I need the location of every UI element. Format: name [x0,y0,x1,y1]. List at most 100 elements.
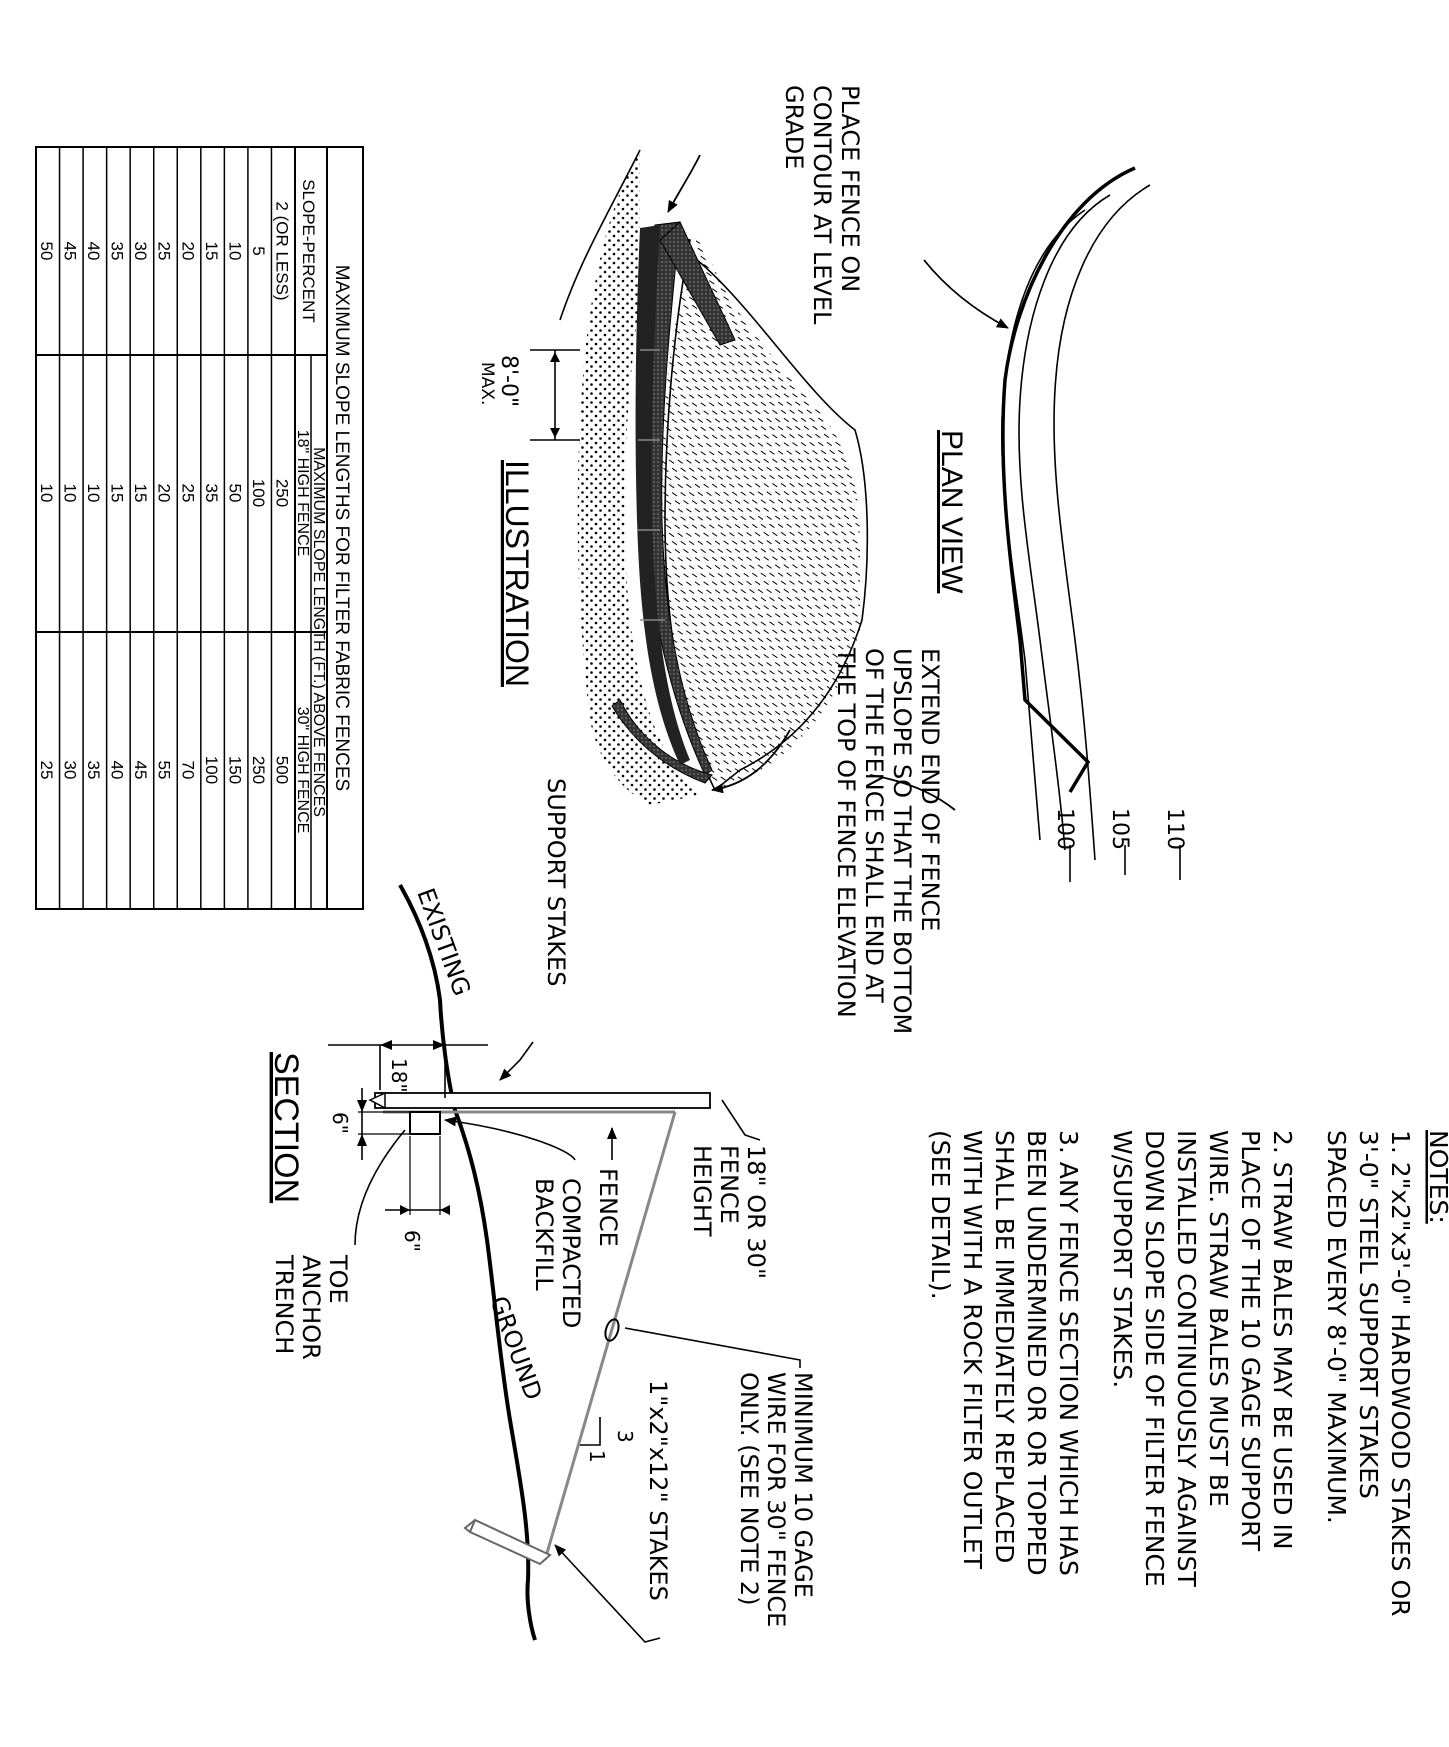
place-fence-line-1: PLACE FENCE ON [836,85,864,292]
illustration-title: ILLUSTRATION [499,460,535,687]
notes-heading: NOTES: [1424,1130,1449,1224]
table-cell-r4-c2: 70 [178,761,197,780]
dim-6-in-depth: 6" [328,1112,352,1134]
slope-length-table: MAXIMUM SLOPE LENGTHS FOR FILTER FABRIC … [35,146,364,910]
support-stake-post [374,1092,711,1109]
table-cell-r8-c2: 35 [84,761,103,780]
wire-line-1: MINIMUM 10 GAGE [789,1372,817,1598]
spacing-value: 8'-0" [496,355,521,407]
table-cell-r8-c1: 10 [84,484,103,503]
fence-height-line-2: FENCE [715,1145,743,1224]
note-3-line-5: (SEE DETAIL). [926,1130,955,1300]
place-fence-line-3: GRADE [780,85,808,169]
extend-line-2: UPSLOPE SO THAT THE BOTTOM [888,648,916,1034]
note-2-line-2: PLACE OF THE 10 GAGE SUPPORT [1236,1130,1265,1552]
extend-line-1: EXTEND END OF FENCE [916,648,944,931]
plan-view: 110 105 100 PLAN VIEW PLACE FENCE ON CON… [780,85,1187,882]
notes-block: NOTES: 1. 2"x2"x3'-0" HARDWOOD STAKES OR… [926,1130,1449,1617]
backfill-line-1: COMPACTED [557,1178,585,1328]
note-2-line-1: 2. STRAW BALES MAY BE USED IN [1268,1130,1297,1550]
note-3-line-2: BEEN UNDERMINED OR OR TOPPED [1022,1130,1051,1576]
toe-line-1: TOE [324,1254,352,1304]
extend-line-3: OF THE FENCE SHALL END AT [860,648,888,1003]
plan-view-title: PLAN VIEW [935,430,968,594]
note-3-line-1: 3. ANY FENCE SECTION WHICH HAS [1054,1130,1083,1576]
table-cell-r2-c0: 10 [225,242,244,261]
note-1-line-2: 3'-0" STEEL SUPPORT STAKES [1354,1130,1383,1499]
table-cell-r1-c2: 250 [249,756,268,784]
contour-label-105: 105 [1107,808,1132,850]
fence-height-line-3: HEIGHT [688,1145,716,1237]
table-cell-r10-c1: 10 [37,484,56,503]
table-cell-r3-c1: 35 [202,484,221,503]
table-cell-r6-c2: 45 [131,761,150,780]
table-cell-r3-c2: 100 [202,756,221,784]
backfill-line-2: BACKFILL [530,1178,558,1291]
table-cell-r5-c0: 25 [155,242,174,261]
table-cell-r5-c1: 20 [155,484,174,503]
dim-6-in-width: 6" [400,1230,424,1252]
ground-stipple-left [577,150,700,805]
table-cell-r9-c0: 45 [61,242,80,261]
ground-label: GROUND [484,1292,547,1403]
table-cell-r0-c0: 2 (OR LESS) [272,201,291,300]
table-cell-r1-c1: 100 [249,479,268,507]
contour-110 [1053,184,1151,861]
wire-label: MINIMUM 10 GAGE WIRE FOR 30" FENCE ONLY.… [735,1372,817,1627]
note-2-line-3: WIRE. STRAW BALES MUST BE [1204,1130,1233,1507]
toe-line-2: ANCHOR [297,1255,325,1360]
table-cell-r2-c2: 150 [225,756,244,784]
note-3-line-4: WITH WITH A ROCK FILTER OUTLET [958,1130,987,1570]
support-wire [543,1111,677,1561]
extend-line-4: THE TOP OF FENCE ELEVATION [832,647,860,1018]
table-cell-r7-c0: 35 [108,242,127,261]
table-cell-r1-c0: 5 [249,246,268,255]
support-stakes-label: SUPPORT STAKES [542,778,570,986]
table-cell-r10-c0: 50 [37,242,56,261]
callout-extend-end: EXTEND END OF FENCE UPSLOPE SO THAT THE … [832,647,944,1034]
note-2-line-6: W/SUPPORT STAKES. [1108,1130,1137,1388]
dim-18-in: 18" [387,1058,411,1093]
wire-line-3: ONLY. (SEE NOTE 2) [735,1372,763,1606]
wire-line-2: WIRE FOR 30" FENCE [762,1372,790,1627]
slope-rise: 3 [613,1430,637,1443]
table-cell-r0-c2: 500 [272,756,291,784]
contour-label-100: 100 [1052,808,1077,850]
toe-line-3: TRENCH [270,1254,298,1354]
note-1-line-1: 1. 2"x2"x3'-0" HARDWOOD STAKES OR [1386,1130,1415,1617]
callout-place-fence: PLACE FENCE ON CONTOUR AT LEVEL GRADE [780,85,864,325]
section-title: SECTION [267,1052,305,1203]
table-cell-r8-c0: 40 [84,242,103,261]
backfill-label: COMPACTED BACKFILL [530,1178,585,1328]
spacing-note: MAX. [477,362,497,405]
toe-anchor-label: TOE ANCHOR TRENCH [270,1254,352,1360]
ponded-area [660,230,860,790]
note-1-line-3: SPACED EVERY 8'-0" MAXIMUM. [1322,1130,1351,1524]
table-cell-r9-c1: 10 [61,484,80,503]
table-cell-r3-c0: 15 [202,242,221,261]
table-cell-r5-c2: 55 [155,761,174,780]
table-header-group: MAXIMUM SLOPE LENGTH (FT.) ABOVE FENCES [310,447,327,817]
col-header-slope: SLOPE-PERCENT [299,179,318,323]
toe-anchor-trench [409,1111,441,1135]
fence-panel-end [611,699,713,784]
table-frame [35,146,364,910]
contour-100 [1001,209,1086,841]
table-cell-r6-c1: 15 [131,484,150,503]
table-cell-r4-c1: 25 [178,484,197,503]
contour-105 [1018,194,1111,851]
table-title: MAXIMUM SLOPE LENGTHS FOR FILTER FABRIC … [331,265,352,791]
table-cell-r7-c1: 15 [108,484,127,503]
fence-height-label: 18" OR 30" FENCE HEIGHT [688,1145,770,1279]
fence-panel-upslope [659,221,736,346]
slope-triangle [580,1417,601,1446]
table-cell-r10-c2: 25 [37,761,56,780]
existing-label: EXISTING [411,884,476,999]
col-header-30: 30" HIGH FENCE [294,707,311,834]
stakes-label: 1"x2"x12" STAKES [644,1380,672,1601]
contour-label-110: 110 [1162,808,1187,850]
place-fence-line-2: CONTOUR AT LEVEL [808,85,836,325]
fence-label: FENCE [594,1168,622,1247]
section-view: SUPPORT STAKES EXISTING GROUND 18" OR 30… [267,778,817,1643]
